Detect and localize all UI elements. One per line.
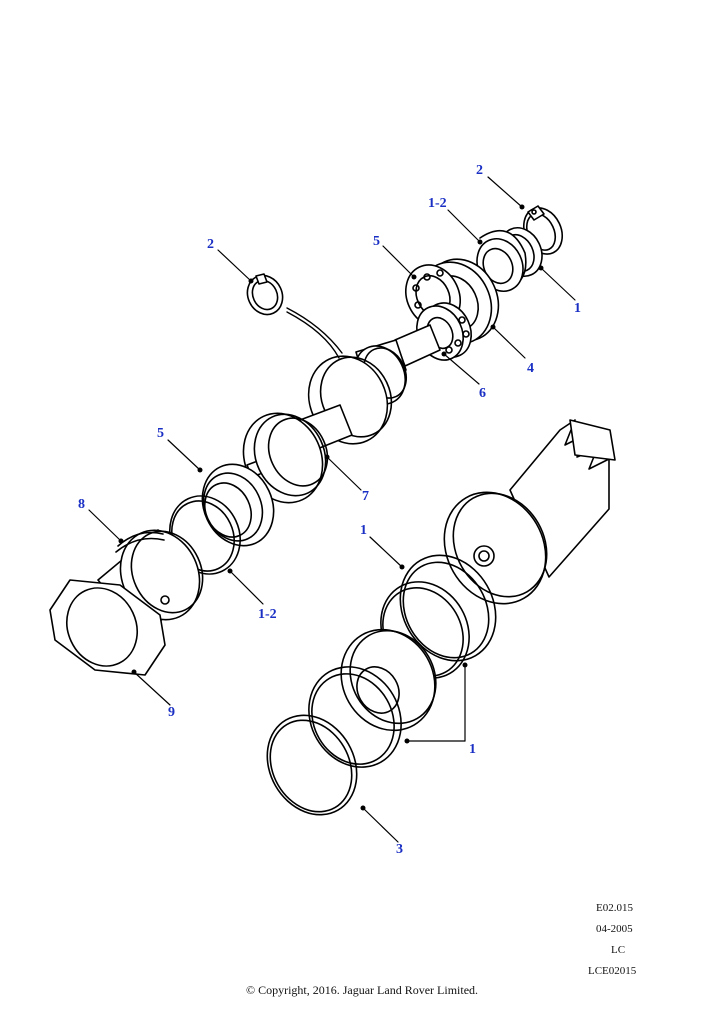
diagram-ref: LCE02015 (588, 965, 637, 977)
snap-ring-top (522, 205, 564, 255)
callout-5-top: 5 (373, 234, 380, 249)
piston (340, 628, 437, 732)
callout-1-2-left: 1-2 (258, 607, 277, 622)
callout-6: 6 (479, 386, 486, 401)
ring-pointer-curve-2 (286, 311, 340, 359)
callout-2-left: 2 (207, 237, 214, 252)
callout-1-top-right: 1 (574, 301, 581, 316)
lock-plate-9 (49, 579, 166, 676)
leader-dots (118, 204, 544, 811)
gear-rack (443, 419, 616, 605)
callout-9: 9 (168, 705, 175, 720)
callout-2-top: 2 (476, 163, 483, 178)
snap-ring-3 (266, 714, 358, 816)
diagram-lc: LC (611, 944, 626, 956)
ring-pointer-curve (286, 307, 343, 354)
leader-lines (88, 176, 576, 843)
bearing-5-left (201, 463, 275, 547)
callout-1-right: 1 (360, 523, 367, 538)
callout-4: 4 (527, 361, 534, 376)
callout-1-2-top: 1-2 (428, 196, 447, 211)
ring-right-1 (399, 554, 497, 662)
callout-5-left: 5 (157, 426, 164, 441)
ring-lower-1 (308, 666, 402, 768)
diagram-code: E02.015 (596, 902, 633, 914)
snap-ring-left (246, 273, 284, 316)
callout-7: 7 (362, 489, 369, 504)
diagram-date: 04-2005 (596, 923, 633, 935)
callout-3: 3 (396, 842, 403, 857)
callout-1-bottom: 1 (469, 742, 476, 757)
callout-8: 8 (78, 497, 85, 512)
copyright-text: © Copyright, 2016. Jaguar Land Rover Lim… (245, 983, 479, 997)
